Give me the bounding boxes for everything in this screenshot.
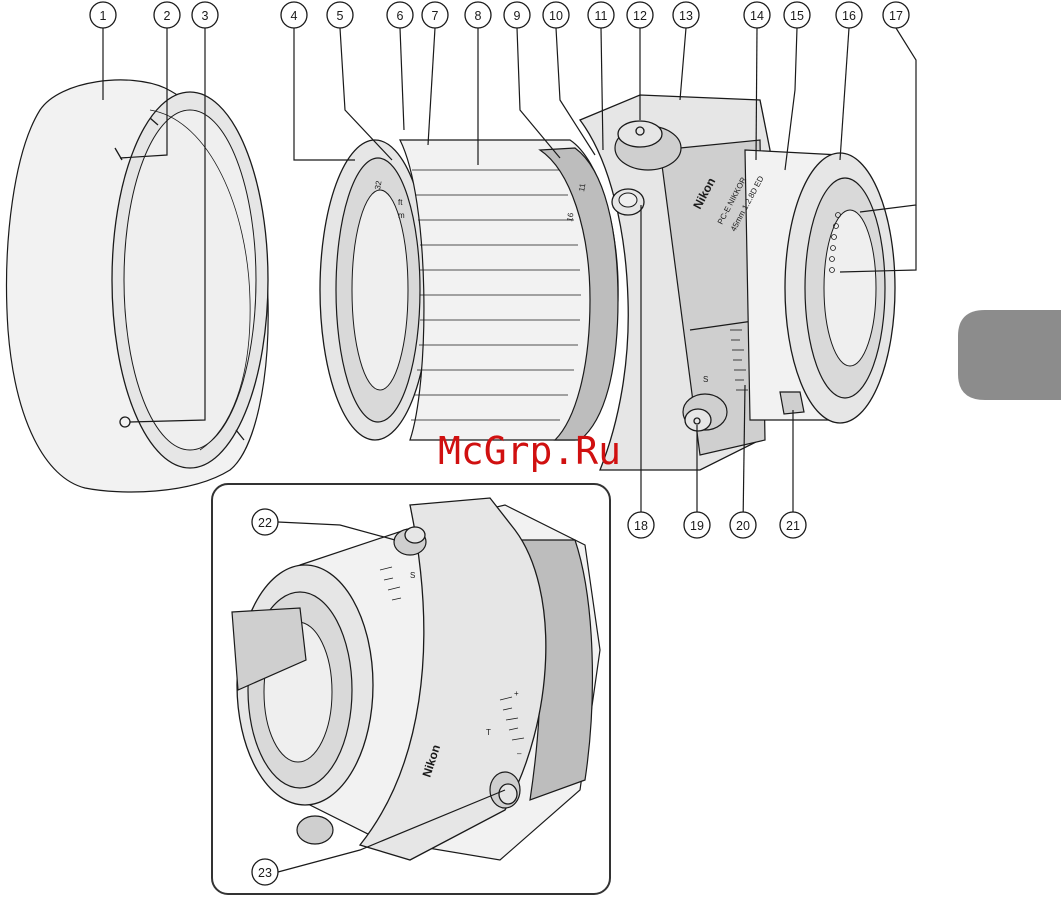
callout-23: 23 (252, 859, 278, 885)
svg-text:22: 22 (258, 516, 272, 530)
inset-lower-knob (297, 816, 333, 844)
callout-17: 17 (883, 2, 909, 28)
svg-text:7: 7 (432, 9, 439, 23)
svg-text:23: 23 (258, 866, 272, 880)
callout-5: 5 (327, 2, 353, 28)
svg-text:10: 10 (549, 9, 563, 23)
callout-9: 9 (504, 2, 530, 28)
svg-text:15: 15 (790, 9, 804, 23)
lens-body: 32 16 11 ft m Nikon PC-E NIKKOR 45mm 1:2… (320, 95, 895, 470)
svg-text:1: 1 (100, 9, 107, 23)
svg-text:4: 4 (291, 9, 298, 23)
callout-18: 18 (628, 512, 654, 538)
callout-16: 16 (836, 2, 862, 28)
svg-text:12: 12 (633, 9, 647, 23)
callout-13: 13 (673, 2, 699, 28)
callout-20: 20 (730, 512, 756, 538)
svg-text:14: 14 (750, 9, 764, 23)
svg-text:13: 13 (679, 9, 693, 23)
svg-text:9: 9 (514, 9, 521, 23)
callout-19: 19 (684, 512, 710, 538)
callout-10: 10 (543, 2, 569, 28)
svg-text:2: 2 (164, 9, 171, 23)
svg-text:20: 20 (736, 519, 750, 533)
shift-locking-knob (683, 394, 727, 431)
tilt-rotation-release-lever (780, 392, 804, 414)
svg-text:3: 3 (202, 9, 209, 23)
callout-2: 2 (154, 2, 180, 28)
callout-7: 7 (422, 2, 448, 28)
callout-1: 1 (90, 2, 116, 28)
callout-12: 12 (627, 2, 653, 28)
callout-11: 11 (588, 2, 614, 28)
svg-text:8: 8 (475, 9, 482, 23)
svg-text:17: 17 (889, 9, 903, 23)
svg-text:19: 19 (690, 519, 704, 533)
callout-3: 3 (192, 2, 218, 28)
callout-21: 21 (780, 512, 806, 538)
callout-6: 6 (387, 2, 413, 28)
inset-plus-mark: + (514, 689, 519, 698)
inset-minus-mark: – (517, 749, 522, 758)
svg-text:5: 5 (337, 9, 344, 23)
focus-scale-ft: ft (398, 198, 403, 207)
callout-14: 14 (744, 2, 770, 28)
svg-text:11: 11 (595, 9, 608, 23)
shift-knob-button (612, 189, 644, 215)
svg-text:6: 6 (397, 9, 404, 23)
lens-hood (7, 80, 269, 492)
inset-tilt-mark-t: T (486, 728, 491, 737)
watermark: McGrp.Ru (438, 429, 621, 473)
shift-mark-s: S (703, 375, 708, 384)
callout-15: 15 (784, 2, 810, 28)
svg-text:21: 21 (786, 519, 800, 533)
callout-22: 22 (252, 509, 278, 535)
section-side-tab (958, 310, 1061, 400)
callout-4: 4 (281, 2, 307, 28)
svg-text:16: 16 (842, 9, 856, 23)
svg-text:18: 18 (634, 519, 648, 533)
inset-shift-mark-s: S (410, 571, 415, 580)
focus-scale-m: m (398, 211, 405, 220)
callout-8: 8 (465, 2, 491, 28)
